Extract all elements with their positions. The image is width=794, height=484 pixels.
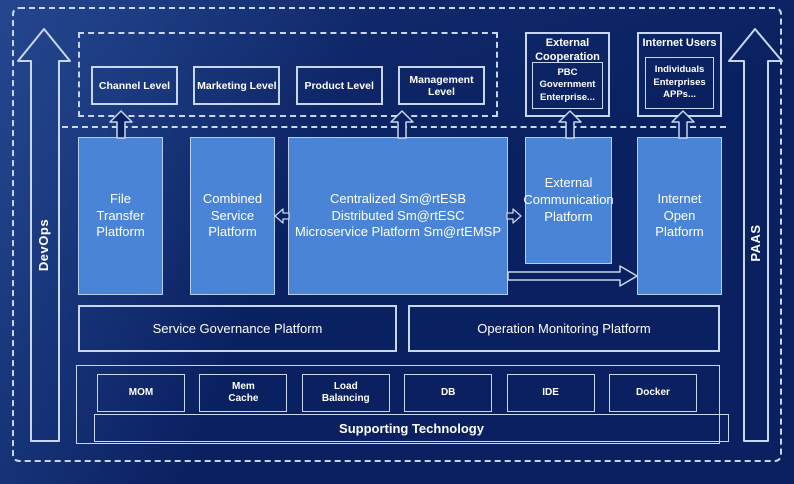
up-arrow-icon (671, 110, 695, 139)
internet-users-box: Internet Users Individuals Enterprises A… (637, 32, 722, 117)
external-cooperation-members: PBC Government Enterprise... (532, 62, 603, 109)
label-line: Communication (523, 192, 614, 208)
label-line: Centralized Sm@rtESB (329, 190, 467, 206)
up-arrow-icon (109, 110, 133, 139)
operation-monitoring-platform-box: Operation Monitoring Platform (408, 305, 720, 352)
tech-label: Load (333, 380, 358, 392)
file-transfer-platform-box: File Transfer Platform (78, 137, 163, 295)
ide-box: IDE (506, 374, 595, 412)
external-cooperation-box: External Cooperation PBC Government Ente… (525, 32, 610, 117)
label-line: Platform (96, 224, 145, 240)
internet-open-platform-box: Internet Open Platform (637, 137, 722, 295)
mem-cache-box: Mem Cache (199, 374, 288, 412)
up-arrow-icon (390, 110, 414, 139)
db-box: DB (404, 374, 493, 412)
internet-users-members: Individuals Enterprises APPs... (645, 57, 714, 109)
load-balancing-box: Load Balancing (301, 374, 390, 412)
paas-up-arrow-icon (728, 28, 783, 442)
channel-level-box: Channel Level (91, 66, 178, 105)
external-cooperation-title-line2: Cooperation (535, 50, 600, 63)
devops-up-arrow-icon (17, 28, 71, 442)
esb-to-internet-open-arrow-icon (507, 265, 638, 287)
left-arrow-icon (274, 208, 290, 224)
members-line1: Individuals (654, 64, 705, 76)
supporting-technology-bar: Supporting Technology (94, 414, 729, 442)
channel-level-label: Channel Level (98, 79, 171, 92)
up-arrow-icon (558, 110, 582, 139)
management-level-label: Management Level (409, 73, 474, 98)
label-line: Service (210, 207, 255, 223)
service-governance-label: Service Governance Platform (152, 321, 323, 336)
technology-row: MOM Mem Cache Load Balancing DB IDE Dock… (77, 374, 719, 412)
label-line: Transfer (96, 207, 145, 223)
label-line: Platform (208, 224, 257, 240)
members-line3: APPs... (663, 89, 696, 101)
label-line: File (110, 190, 131, 206)
layer-dashed-separator (62, 126, 726, 128)
members-line1: PBC Government (539, 66, 596, 91)
label-line: Platform (655, 224, 704, 240)
label-line: Distributed Sm@rtESC (331, 207, 465, 223)
tech-label: IDE (542, 386, 559, 398)
docker-box: Docker (608, 374, 697, 412)
members-line2: Enterprises (653, 76, 706, 88)
combined-service-platform-box: Combined Service Platform (190, 137, 275, 295)
marketing-level-box: Marketing Level (193, 66, 281, 105)
external-cooperation-title-line1: External (545, 37, 590, 49)
product-level-label: Product Level (304, 79, 374, 92)
right-arrow-icon (506, 208, 522, 224)
channel-layer-group: Channel Level Marketing Level Product Le… (78, 32, 498, 117)
tech-label: Cache (228, 393, 259, 404)
internet-users-title: Internet Users (642, 37, 717, 49)
label-line: Microservice Platform Sm@rtEMSP (294, 224, 502, 240)
label-line: Combined (202, 190, 263, 206)
members-line2: Enterprise... (540, 91, 595, 103)
supporting-technology-group: MOM Mem Cache Load Balancing DB IDE Dock… (76, 365, 729, 444)
operation-monitoring-label: Operation Monitoring Platform (477, 321, 651, 336)
tech-label: Docker (636, 386, 670, 398)
external-cooperation-title: External Cooperation (527, 37, 608, 65)
service-governance-platform-box: Service Governance Platform (78, 305, 397, 352)
external-communication-platform-box: External Communication Platform (523, 137, 614, 264)
management-level-box: Management Level (397, 66, 485, 105)
marketing-level-label: Marketing Level (197, 79, 277, 92)
central-esb-platform-box: Centralized Sm@rtESB Distributed Sm@rtES… (288, 137, 508, 295)
product-level-box: Product Level (295, 66, 383, 105)
label-line: Open (663, 207, 696, 223)
mom-box: MOM (97, 374, 185, 412)
paas-label: PAAS (748, 224, 763, 262)
label-line: External (544, 175, 593, 191)
supporting-technology-label: Supporting Technology (339, 420, 484, 436)
devops-label: DevOps (36, 218, 51, 272)
label-line: Internet (657, 190, 702, 206)
tech-label: MOM (128, 386, 154, 398)
tech-label: Balancing (321, 393, 370, 404)
tech-label: DB (440, 386, 456, 398)
outer-dashed-border (12, 7, 782, 462)
tech-label: Mem (231, 380, 255, 392)
label-line: Platform (544, 208, 593, 224)
